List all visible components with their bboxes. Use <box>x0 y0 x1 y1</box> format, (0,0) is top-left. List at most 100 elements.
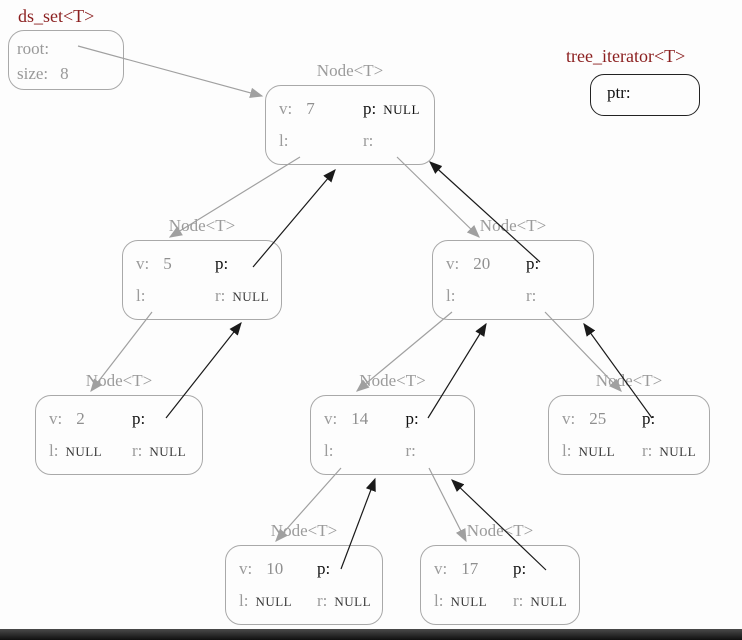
p-label: p: <box>405 408 419 428</box>
v-value: 5 <box>163 253 172 273</box>
node-type-title: Node<T> <box>466 521 534 540</box>
node-row-bottom: l: NULL r: NULL <box>226 591 382 611</box>
v-label: v: <box>446 253 460 273</box>
node-row-top: v: 25 p: <box>549 409 709 429</box>
node-box: v: 10 p: l: NULL r: NULL <box>225 545 383 625</box>
node-row-bottom: l: NULL r: NULL <box>36 441 202 461</box>
root-field: root: <box>17 36 123 61</box>
l-label: l: <box>49 441 59 461</box>
v-label: v: <box>434 558 448 578</box>
r-value: NULL <box>659 444 697 460</box>
l-label: l: <box>136 286 146 306</box>
window-bottom-edge <box>0 629 742 640</box>
node-row-bottom: l: r: <box>433 286 593 306</box>
node-row-top: v: 14 p: <box>311 409 474 429</box>
size-field: size: 8 <box>17 61 123 86</box>
node-box: v: 25 p: l: NULL r: NULL <box>548 395 710 475</box>
l-value: NULL <box>578 444 616 460</box>
node-row-top: v: 2 p: <box>36 409 202 429</box>
r-label: r: <box>513 591 524 611</box>
v-value: 14 <box>351 408 369 428</box>
node-box: v: 7 p: NULL l: r: <box>265 85 435 165</box>
node-type-title: Node<T> <box>479 216 547 235</box>
v-label: v: <box>279 98 293 118</box>
size-value: 8 <box>60 64 69 83</box>
r-value: NULL <box>530 594 568 610</box>
tree-node-7: Node<T> v: 7 p: NULL l: r: <box>265 61 435 165</box>
node-type-title: Node<T> <box>168 216 236 235</box>
tree-node-10: Node<T> v: 10 p: l: NULL r: NU <box>225 521 383 625</box>
l-label: l: <box>239 591 249 611</box>
node-box: v: 14 p: l: r: <box>310 395 475 475</box>
node-row-bottom: l: NULL r: NULL <box>421 591 579 611</box>
tree-node-5: Node<T> v: 5 p: l: r: NULL <box>122 216 282 320</box>
node-type-title: Node<T> <box>316 61 384 80</box>
node-type-title: Node<T> <box>85 371 153 390</box>
node-box: v: 20 p: l: r: <box>432 240 594 320</box>
v-label: v: <box>562 408 576 428</box>
p-label: p: <box>215 253 229 273</box>
p-value: NULL <box>383 101 420 117</box>
node-row-bottom: l: r: NULL <box>123 286 281 306</box>
l-value: NULL <box>255 594 293 610</box>
l-label: l: <box>434 591 444 611</box>
l-value: NULL <box>65 444 103 460</box>
v-value: 25 <box>589 408 607 428</box>
node-box: v: 2 p: l: NULL r: NULL <box>35 395 203 475</box>
r-label: r: <box>317 591 328 611</box>
v-label: v: <box>239 558 253 578</box>
tree-iterator-title: tree_iterator<T> <box>566 46 686 66</box>
node-row-top: v: 5 p: <box>123 254 281 274</box>
v-value: 7 <box>306 98 315 118</box>
r-label: r: <box>215 286 226 306</box>
node-type-title: Node<T> <box>595 371 663 390</box>
p-label: p: <box>526 253 540 273</box>
p-label: p: <box>513 558 527 578</box>
r-label: r: <box>363 131 374 151</box>
r-label: r: <box>405 441 416 461</box>
node-type-title: Node<T> <box>359 371 426 390</box>
node-box: v: 17 p: l: NULL r: NULL <box>420 545 580 625</box>
node-box: v: 5 p: l: r: NULL <box>122 240 282 320</box>
node-row-top: v: 17 p: <box>421 559 579 579</box>
p-label: p: <box>317 558 331 578</box>
node-type-title: Node<T> <box>270 521 338 540</box>
node-row-bottom: l: NULL r: NULL <box>549 441 709 461</box>
l-label: l: <box>279 131 289 151</box>
node-row-bottom: l: r: <box>311 441 474 461</box>
l-label: l: <box>446 286 456 306</box>
tree-node-20: Node<T> v: 20 p: l: r: <box>432 216 594 320</box>
r-label: r: <box>526 286 537 306</box>
tree-node-17: Node<T> v: 17 p: l: NULL r: NU <box>420 521 580 625</box>
p-label: p: <box>363 98 377 118</box>
p-label: p: <box>132 408 146 428</box>
v-value: 17 <box>461 558 479 578</box>
tree-node-14: Node<T> v: 14 p: l: r: <box>310 371 475 475</box>
r-value: NULL <box>334 594 372 610</box>
l-label: l: <box>324 441 334 461</box>
ptr-label: ptr: <box>607 83 631 102</box>
v-value: 2 <box>76 408 85 428</box>
node-row-bottom: l: r: <box>266 131 434 151</box>
v-value: 10 <box>266 558 284 578</box>
node-row-top: v: 10 p: <box>226 559 382 579</box>
p-label: p: <box>642 408 656 428</box>
v-label: v: <box>49 408 63 428</box>
v-label: v: <box>324 408 338 428</box>
tree-node-2: Node<T> v: 2 p: l: NULL r: NUL <box>35 371 203 475</box>
r-label: r: <box>642 441 653 461</box>
ds-set-title: ds_set<T> <box>18 6 95 26</box>
l-value: NULL <box>450 594 488 610</box>
v-value: 20 <box>473 253 491 273</box>
r-value: NULL <box>232 289 270 305</box>
l-label: l: <box>562 441 572 461</box>
node-row-top: v: 7 p: NULL <box>266 99 434 119</box>
r-label: r: <box>132 441 143 461</box>
v-label: v: <box>136 253 150 273</box>
size-label: size: <box>17 64 49 83</box>
root-label: root: <box>17 39 50 58</box>
tree-iterator-box: ptr: <box>590 74 700 116</box>
ds-set-box: root: size: 8 <box>8 30 124 90</box>
node-row-top: v: 20 p: <box>433 254 593 274</box>
